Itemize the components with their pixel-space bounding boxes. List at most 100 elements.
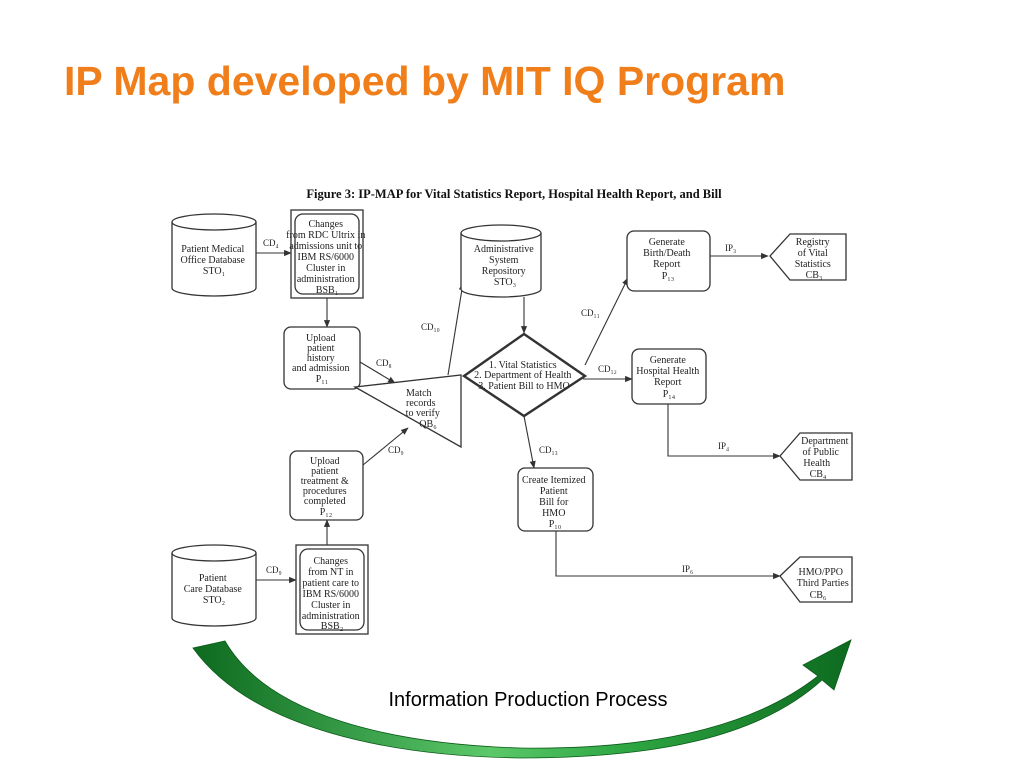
qb6-line-4: QB₆ (419, 419, 437, 430)
flow-decision-p13 (584, 277, 629, 366)
sto1-line-3: STO₁ (203, 266, 225, 277)
sto3-line-1: Administrative (474, 244, 535, 255)
svg-text:1. Vital Statistics 2. D: 1. Vital Statistics 2. Department of Hea… (474, 360, 574, 392)
bsb1-line-5: Cluster in (306, 263, 345, 274)
svg-text:Changes from NT in: Changes from NT in patient care to IBM R… (302, 556, 362, 632)
bsb1-line-1: Changes (309, 219, 344, 230)
decision-line-1: 1. Vital Statistics (489, 360, 557, 371)
qb6-line-2: records (406, 398, 436, 409)
bsb2-line-7: BSB₂ (321, 621, 343, 632)
flow-lines (255, 249, 781, 584)
bsb1-line-4: IBM RS/6000 (298, 252, 354, 263)
cb6-line-1: HMO/PPO (799, 567, 843, 578)
bsb1-line-3: admissions unit to (289, 241, 362, 252)
slide-title: IP Map developed by MIT IQ Program (64, 58, 786, 104)
flow-qb6-sto3 (447, 282, 465, 376)
p12-line-6: P₁₂ (320, 507, 333, 518)
p14-line-4: P₁₄ (663, 389, 676, 400)
process-caption: Information Production Process (388, 689, 667, 711)
bsb2-line-1: Changes (314, 556, 349, 567)
cb6-node: HMO/PPO Third Parties CB₆ (779, 556, 853, 603)
p10-node: Create Itemized Patient Bill for HMO P₁₀ (517, 467, 594, 532)
sto3-line-4: STO₃ (494, 277, 516, 288)
p12-line-5: completed (304, 496, 346, 507)
flow-label-ip6: IP₆ (682, 564, 693, 574)
flow-labels: CD₄ CD₉ CD₈ CD₉ CD₁₀ CD₁₁ CD₁₂ CD₁₃ IP₃ … (263, 238, 736, 575)
p11-line-2: patient (307, 343, 334, 354)
p10-line-1: Create Itemized (522, 475, 586, 486)
sto2-line-3: STO₂ (203, 595, 225, 606)
svg-text:HMO/PPO Third Parties: HMO/PPO Third Parties CB₆ (797, 567, 851, 601)
p13-line-4: P₁₃ (662, 271, 675, 282)
flow-label-cd10: CD₁₀ (421, 322, 440, 332)
flow-label-cd9: CD₉ (266, 565, 282, 575)
p12-line-2: patient (311, 466, 338, 477)
flow-label-cd11: CD₁₁ (581, 308, 600, 318)
p13-node: Generate Birth/Death Report P₁₃ (626, 230, 711, 292)
svg-text:Patient Care Database: Patient Care Database STO₂ (184, 573, 245, 606)
p11-line-3: history (307, 353, 335, 364)
cb4-line-4: CB₄ (810, 469, 827, 480)
cb4-line-3: Health (803, 458, 830, 469)
bsb2-line-6: administration (302, 611, 360, 622)
flow-label-ip4: IP₄ (718, 441, 729, 451)
sto3-node: Administrative System Repository STO₃ (460, 224, 542, 298)
flow-label-cd4: CD₄ (263, 238, 279, 248)
p12-line-4: procedures (303, 486, 347, 497)
svg-text:Generate Birth/Death: Generate Birth/Death Report P₁₃ (643, 237, 693, 282)
p12-line-3: treatment & (301, 476, 349, 487)
p14-line-2: Hospital Health (636, 366, 699, 377)
p10-line-2: Patient (540, 486, 568, 497)
p14-node: Generate Hospital Health Report P₁₄ (631, 348, 707, 405)
p11-line-1: Upload (306, 333, 335, 344)
flow-decision-p10 (523, 415, 536, 469)
cb3-line-3: Statistics (795, 259, 831, 270)
p10-line-3: Bill for (539, 497, 569, 508)
bsb1-line-7: BSB₁ (316, 285, 338, 296)
sto1-line-1: Patient Medical (181, 244, 244, 255)
cb4-line-2: of Public (803, 447, 840, 458)
sto2-line-1: Patient (199, 573, 227, 584)
qb6-line-1: Match (406, 388, 432, 399)
flow-label-cd13: CD₁₃ (539, 445, 558, 455)
flow-p12-qb6 (362, 427, 409, 466)
bsb1-node: Changes from RDC Ultrix in admissions un… (286, 209, 368, 299)
p13-line-1: Generate (649, 237, 686, 248)
cb6-line-3: CB₆ (810, 590, 827, 601)
bsb1-line-2: from RDC Ultrix in (286, 230, 365, 241)
svg-text:Create Itemized Patient: Create Itemized Patient Bill for HMO P₁₀ (522, 475, 588, 530)
p14-line-3: Report (654, 377, 681, 388)
svg-text:Match records to v: Match records to verify QB₆ (406, 388, 443, 430)
figure-title: Figure 3: IP-MAP for Vital Statistics Re… (306, 187, 722, 201)
sto2-line-2: Care Database (184, 584, 243, 595)
decision-node: 1. Vital Statistics 2. Department of Hea… (461, 332, 588, 418)
cb3-line-4: CB₃ (806, 270, 823, 281)
sto3-line-2: System (489, 255, 519, 266)
svg-text:Generate Hospital Health: Generate Hospital Health Report P₁₄ (636, 355, 702, 400)
bsb2-line-3: patient care to (302, 578, 359, 589)
flow-label-cd9b: CD₉ (388, 445, 404, 455)
cb3-line-2: of Vital (798, 248, 828, 259)
cb6-line-2: Third Parties (797, 578, 849, 589)
cb3-line-1: Registry (796, 237, 830, 248)
sto1-line-2: Office Database (180, 255, 245, 266)
qb6-line-3: to verify (406, 408, 440, 419)
flow-p11-qb6 (359, 361, 396, 384)
decision-line-2: 2. Department of Health (474, 370, 571, 381)
process-arrow-body (192, 639, 852, 759)
p12-line-1: Upload (310, 456, 339, 467)
svg-text:Changes from RDC Ultrix: Changes from RDC Ultrix in admissions un… (286, 219, 368, 296)
bsb1-line-6: administration (297, 274, 355, 285)
p13-line-2: Birth/Death (643, 248, 690, 259)
bsb2-line-2: from NT in (308, 567, 353, 578)
p11-node: Upload patient history and admission P₁₁ (283, 326, 361, 390)
p11-line-5: P₁₁ (316, 374, 329, 385)
process-arrow (192, 639, 852, 759)
cb4-line-1: Department (801, 436, 848, 447)
svg-text:Registry of Vital: Registry of Vital Statistics CB₃ (795, 237, 834, 281)
flow-label-cd8: CD₈ (376, 358, 392, 368)
cb3-node: Registry of Vital Statistics CB₃ (769, 233, 847, 281)
flow-p14-cb4 (667, 403, 781, 460)
qb6-node: Match records to verify QB₆ (352, 374, 462, 449)
